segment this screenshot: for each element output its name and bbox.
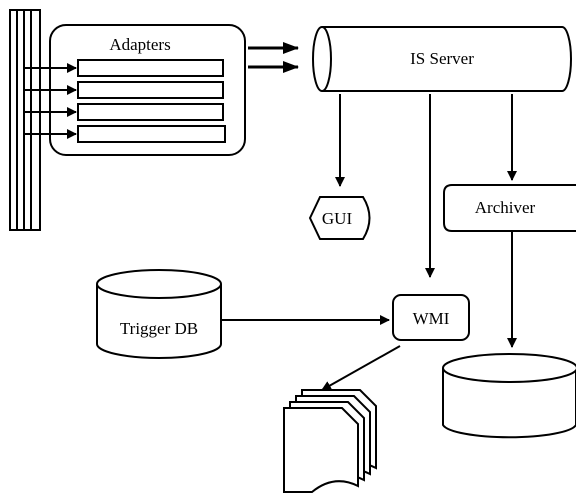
adapter-slot	[77, 103, 224, 121]
wmi-node: WMI	[392, 294, 470, 341]
archiver-label: Archiver	[475, 198, 536, 217]
adapters-label: Adapters	[109, 35, 170, 54]
adapters-to-server-arrows	[248, 42, 299, 73]
documents-stack	[283, 389, 377, 493]
wmi-to-documents-arrow	[321, 345, 401, 391]
archiver-node: Archiver	[443, 184, 576, 232]
adapter-slot	[77, 81, 224, 99]
input-bus	[9, 9, 41, 231]
trigger-db-label: Trigger DB	[120, 319, 198, 338]
is-server-label: IS Server	[410, 49, 474, 68]
gui-label: GUI	[322, 209, 353, 228]
trigger-db-node: Trigger DB	[96, 269, 222, 359]
adapter-slot	[77, 125, 226, 143]
adapter-slot	[77, 59, 224, 77]
bus-to-adapters-arrows	[25, 63, 77, 139]
gui-node: GUI	[308, 196, 371, 240]
wmi-label: WMI	[413, 309, 450, 328]
adapters-node: Adapters	[49, 24, 246, 156]
is-server-node: IS Server	[312, 26, 572, 92]
archive-db-node	[442, 353, 576, 439]
document-page	[283, 407, 359, 493]
